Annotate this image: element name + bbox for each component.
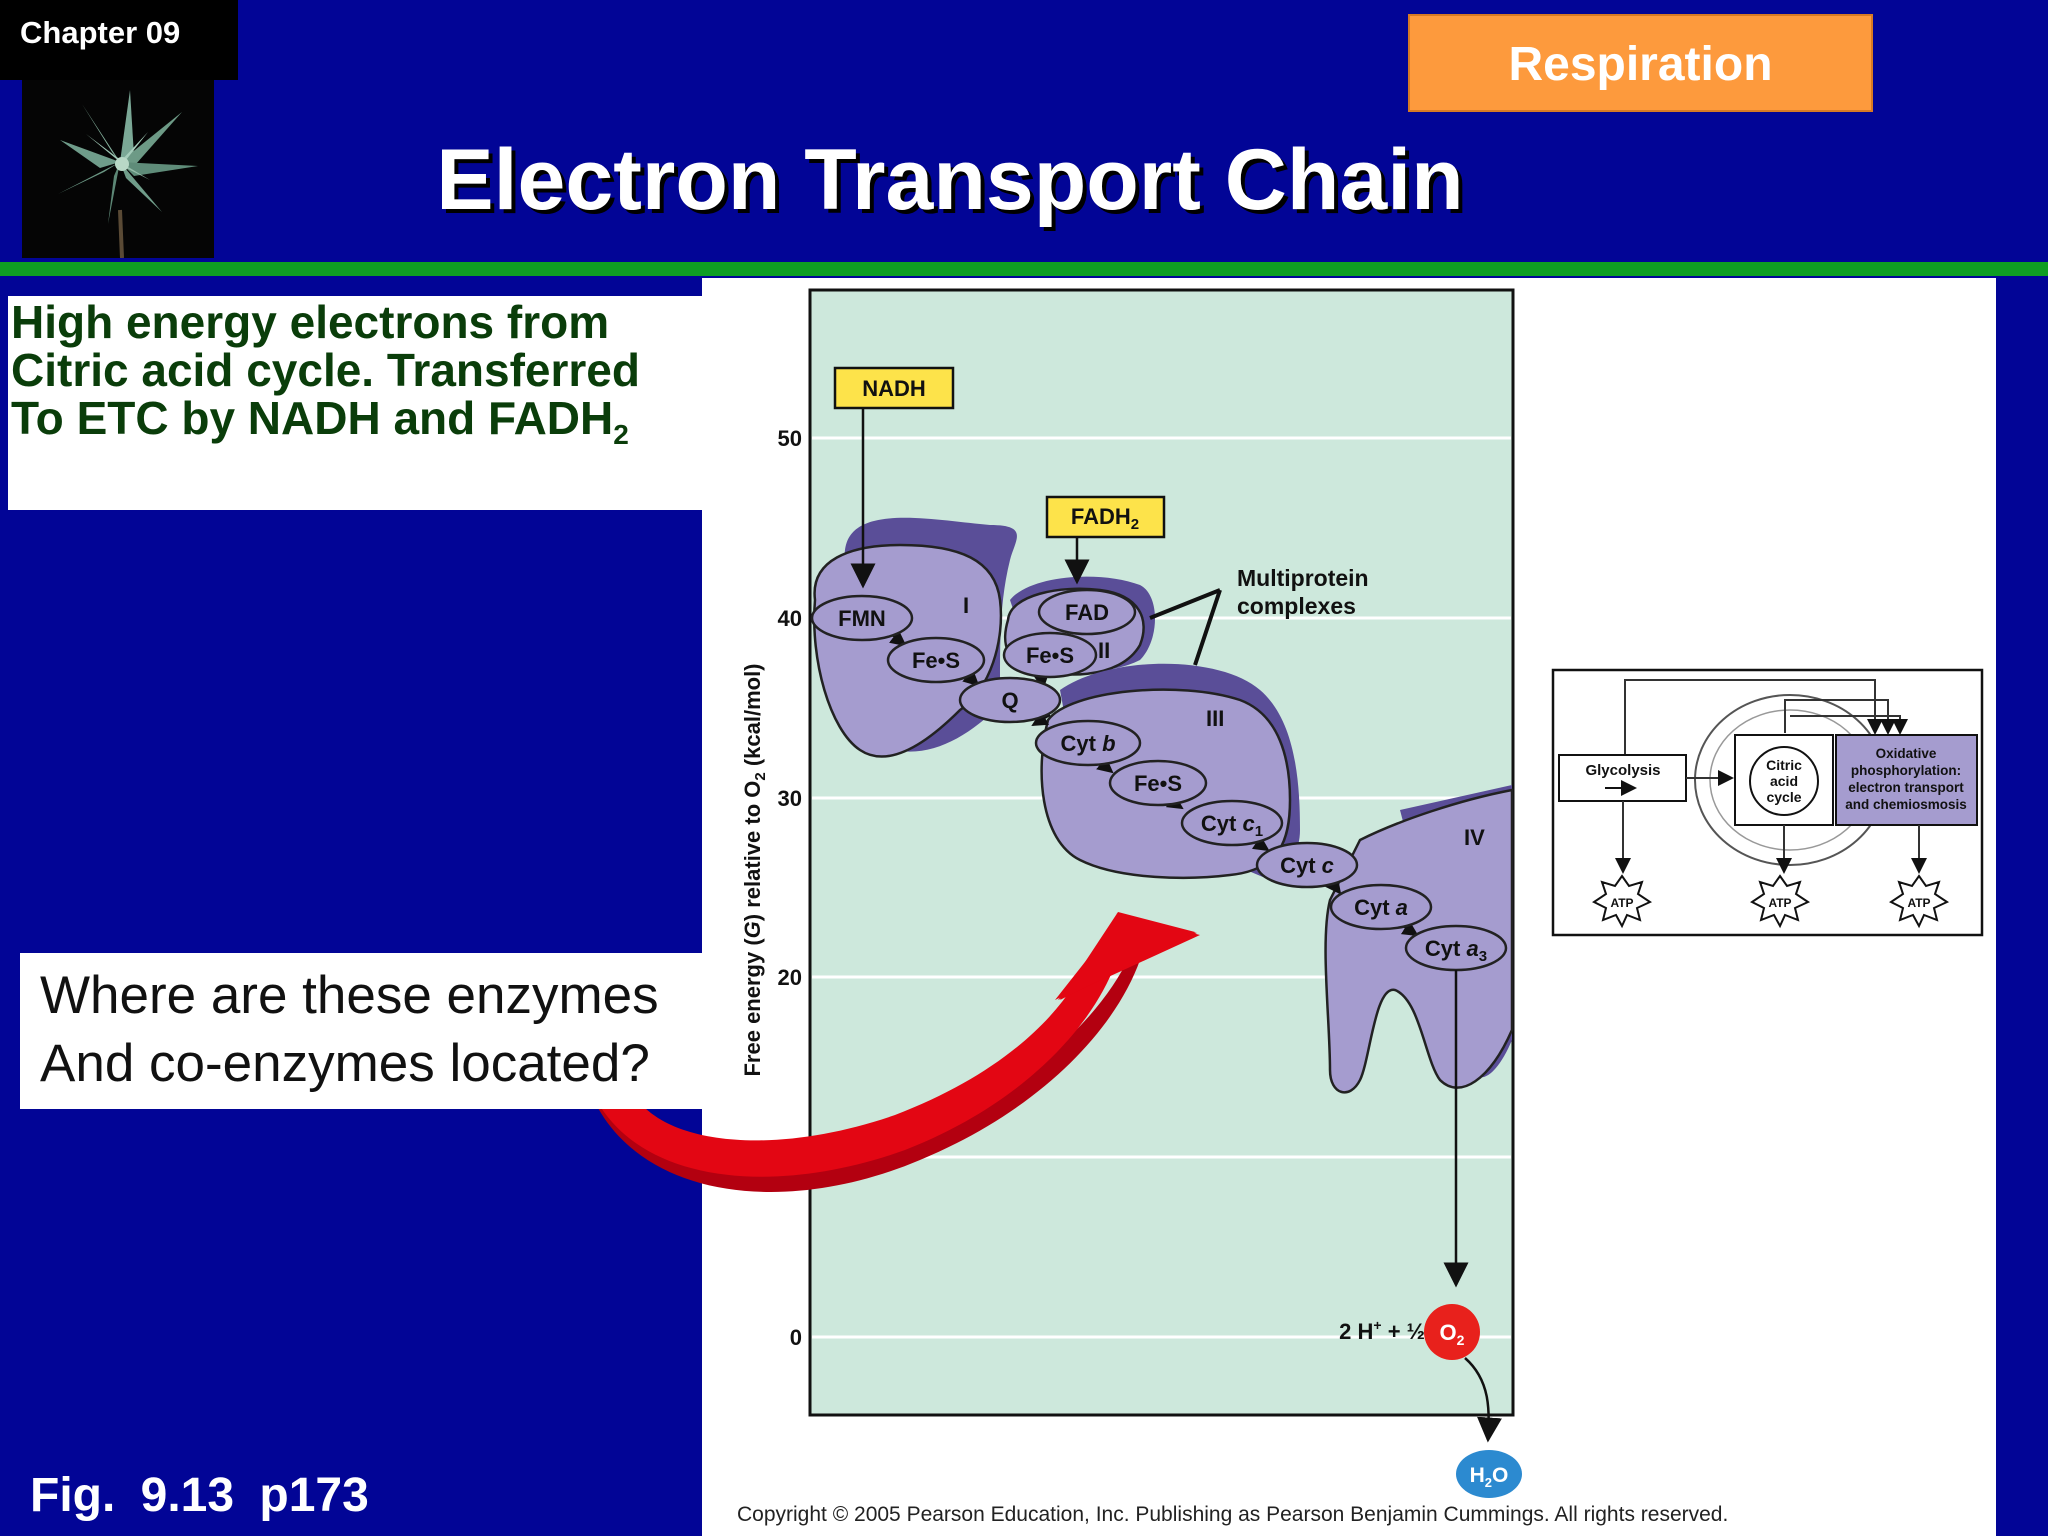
carrier-cyt-c: Cyt c xyxy=(1280,853,1334,878)
water-arrow xyxy=(1464,1357,1502,1443)
inset-oxphos-line-3: electron transport xyxy=(1848,780,1964,795)
inset-oxphos-line-2: phosphorylation: xyxy=(1851,763,1961,778)
callout-bracket xyxy=(1149,588,1222,666)
water-ellipse xyxy=(1456,1450,1522,1498)
intro-line-1: High energy electrons from xyxy=(11,296,610,348)
complex-label-ii: II xyxy=(1098,638,1110,663)
carrier-fes2: Fe•S xyxy=(1026,643,1074,668)
carrier-fes3: Fe•S xyxy=(1134,771,1182,796)
pathway-overview-inset: Glycolysis Citric acid cycle Oxidative p… xyxy=(1551,668,1984,937)
copyright-notice: Copyright © 2005 Pearson Education, Inc.… xyxy=(737,1503,1729,1526)
nadh-box: NADH xyxy=(833,366,955,410)
carrier-q-shape xyxy=(958,676,1062,724)
y-tick-30: 30 xyxy=(778,786,802,811)
question-box: Where are these enzymes And co-enzymes l… xyxy=(20,953,702,1109)
nadh-label: NADH xyxy=(862,376,926,401)
carrier-cyt-b-shape xyxy=(1034,719,1142,767)
carrier-fad-shape xyxy=(1037,588,1137,636)
carrier-cyt-b: Cyt b xyxy=(1060,731,1115,756)
inset-atp-1: ATP xyxy=(1610,896,1633,910)
inset-oxphos-line-1: Oxidative xyxy=(1876,746,1937,761)
fadh2-label: FADH2 xyxy=(1071,504,1139,533)
carrier-cyt-a3: Cyt a3 xyxy=(1425,936,1487,965)
question-line-2: And co-enzymes located? xyxy=(40,1034,650,1093)
intro-line-2: Citric acid cycle. Transferred xyxy=(11,344,640,396)
complex-label-iv: IV xyxy=(1464,825,1485,850)
carrier-q: Q xyxy=(1001,688,1018,713)
final-acceptor-text: 2 H+ + ½ xyxy=(1339,1317,1425,1344)
y-tick-0: 0 xyxy=(790,1325,802,1350)
fadh2-box: FADH2 xyxy=(1045,495,1166,539)
carrier-fes2-shape xyxy=(1002,631,1098,679)
y-tick-40: 40 xyxy=(778,606,802,631)
water-label: H2O xyxy=(1470,1464,1509,1490)
divider-rule xyxy=(0,262,2048,276)
slide-title: Electron Transport Chain xyxy=(436,132,1464,228)
carrier-fes1-shape xyxy=(886,636,986,684)
carrier-fmn-shape xyxy=(810,594,914,642)
intro-line-3-subscript: 2 xyxy=(613,419,629,451)
carrier-cyt-a: Cyt a xyxy=(1354,895,1408,920)
y-tick-50: 50 xyxy=(778,426,802,451)
carrier-fad: FAD xyxy=(1065,600,1109,625)
intro-line-3: To ETC by NADH and FADH2 xyxy=(11,394,710,459)
callout-line-1: Multiprotein xyxy=(1237,565,1369,591)
carrier-cyt-c-shape xyxy=(1255,841,1359,889)
carrier-fes3-shape xyxy=(1108,759,1208,807)
inset-citric-line-2: acid xyxy=(1770,773,1798,789)
inset-atp-2: ATP xyxy=(1768,896,1791,910)
carrier-cyt-a-shape xyxy=(1329,883,1433,931)
inset-oxphos-line-4: and chemiosmosis xyxy=(1845,797,1967,812)
complex-label-i: I xyxy=(963,593,969,618)
question-line-1: Where are these enzymes xyxy=(40,966,659,1025)
figure-reference: Fig. 9.13 p173 xyxy=(30,1469,369,1522)
red-curved-arrow xyxy=(598,912,1200,1192)
topic-banner: Respiration xyxy=(1408,14,1873,112)
chapter-tag: Chapter 09 xyxy=(0,0,238,80)
carrier-cyt-c1-shape xyxy=(1180,799,1284,847)
intro-line-3-text: To ETC by NADH and FADH xyxy=(11,392,614,444)
carrier-fes1: Fe•S xyxy=(912,648,960,673)
y-tick-20: 20 xyxy=(778,965,802,990)
callout-line-2: complexes xyxy=(1237,593,1356,619)
carrier-fmn: FMN xyxy=(838,606,886,631)
intro-text-box: High energy electrons from Citric acid c… xyxy=(8,296,710,510)
complex-label-iii: III xyxy=(1206,706,1224,731)
inset-citric-line-1: Citric xyxy=(1766,757,1802,773)
inset-atp-3: ATP xyxy=(1907,896,1930,910)
y-axis-label: Free energy (G) relative to O2 (kcal/mol… xyxy=(740,663,769,1076)
succulent-plant-image xyxy=(22,80,214,259)
oxygen-label: O2 xyxy=(1440,1320,1465,1348)
carrier-cyt-c1: Cyt c1 xyxy=(1201,811,1263,840)
inset-glycolysis-label: Glycolysis xyxy=(1585,762,1660,779)
oxygen-circle xyxy=(1424,1304,1480,1360)
inset-citric-line-3: cycle xyxy=(1766,789,1801,805)
